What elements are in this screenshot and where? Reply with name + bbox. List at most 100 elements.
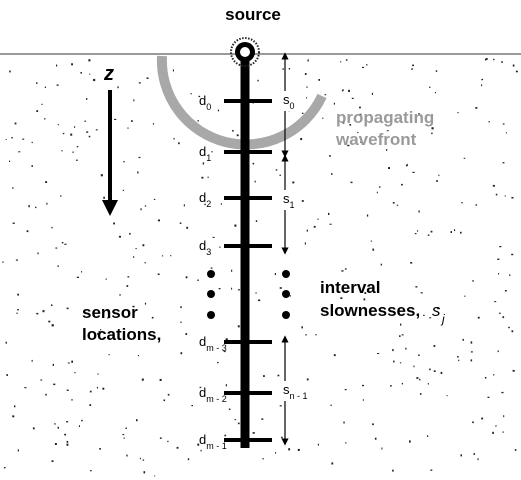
interval-slowness-symbol: s <box>432 301 441 320</box>
speckle <box>366 214 369 217</box>
speckle <box>388 167 390 169</box>
speckle <box>416 377 419 379</box>
speckle <box>481 84 483 87</box>
speckle <box>258 299 261 302</box>
speckle <box>212 236 215 238</box>
speckle <box>492 184 495 187</box>
speckle <box>16 312 18 314</box>
speckle <box>118 235 121 238</box>
speckle <box>379 186 381 188</box>
sensor-label: dm - 1 <box>199 432 227 451</box>
speckle <box>301 112 304 114</box>
speckle <box>322 117 324 119</box>
speckle <box>494 301 497 303</box>
speckle <box>219 246 221 248</box>
speckle <box>125 427 127 429</box>
speckle <box>17 449 19 452</box>
speckle <box>462 338 464 341</box>
speckle <box>427 435 429 437</box>
speckle <box>217 109 220 112</box>
speckle <box>237 325 240 328</box>
wavefront-label: propagating <box>336 108 434 127</box>
speckle <box>504 290 507 292</box>
speckle <box>366 64 368 66</box>
speckle <box>100 174 103 177</box>
speckle <box>186 226 189 229</box>
speckle <box>511 330 514 333</box>
speckle <box>74 126 76 128</box>
speckle <box>440 371 443 374</box>
speckle <box>351 97 354 99</box>
speckle <box>362 384 364 387</box>
speckle <box>401 382 403 385</box>
speckle <box>304 73 307 75</box>
speckle <box>261 418 264 420</box>
speckle <box>44 86 46 88</box>
speckle <box>220 203 222 205</box>
speckle <box>301 200 304 202</box>
speckle <box>191 405 193 407</box>
speckle <box>144 262 146 264</box>
speckle <box>57 124 59 126</box>
speckle <box>190 93 192 95</box>
speckle <box>108 354 110 356</box>
speckle <box>14 122 17 125</box>
speckle <box>40 379 43 381</box>
speckle <box>492 431 494 434</box>
speckle <box>151 316 154 319</box>
speckle <box>390 385 392 387</box>
interval-slowness-label: slownesses, <box>320 301 420 320</box>
speckle <box>234 419 237 421</box>
speckle <box>178 142 180 145</box>
sensor-ellipsis <box>207 270 215 319</box>
speckle <box>135 248 137 250</box>
speckle <box>51 226 53 229</box>
speckle <box>431 127 434 130</box>
speckle <box>100 329 102 331</box>
speckle <box>307 59 309 62</box>
speckle <box>380 263 382 266</box>
speckle <box>210 267 213 269</box>
speckle <box>2 261 4 263</box>
speckle <box>117 86 119 89</box>
speckle <box>495 193 498 196</box>
speckle <box>393 360 395 363</box>
speckle <box>401 334 404 336</box>
speckle <box>54 423 56 425</box>
speckle <box>254 180 256 183</box>
speckle <box>498 273 500 275</box>
speckle <box>511 253 514 256</box>
speckle <box>237 422 240 425</box>
speckle <box>81 419 83 422</box>
speckle <box>197 120 199 122</box>
speckle <box>197 279 199 281</box>
speckle <box>22 138 25 140</box>
speckle <box>381 447 383 450</box>
wavefront-arc <box>156 55 327 150</box>
speckle <box>300 138 303 141</box>
speckle <box>415 286 418 288</box>
speckle <box>279 287 282 289</box>
speckle <box>119 294 121 296</box>
speckle <box>357 131 359 134</box>
speckle <box>157 219 160 222</box>
speckle <box>137 355 139 357</box>
speckle <box>363 298 366 301</box>
speckle <box>460 454 462 457</box>
interval-slowness-symbol-sub: j <box>440 312 445 326</box>
speckle <box>55 247 58 249</box>
speckle <box>399 335 401 337</box>
speckle <box>107 317 109 319</box>
speckle <box>62 132 65 135</box>
speckle <box>180 352 183 355</box>
speckle <box>3 467 6 469</box>
speckle <box>138 82 141 84</box>
sensor-ticks <box>224 99 272 442</box>
speckle <box>207 176 209 179</box>
speckle <box>457 112 459 114</box>
speckle <box>197 443 200 446</box>
speckle <box>485 58 488 60</box>
speckle <box>28 205 30 208</box>
speckle <box>88 59 91 62</box>
